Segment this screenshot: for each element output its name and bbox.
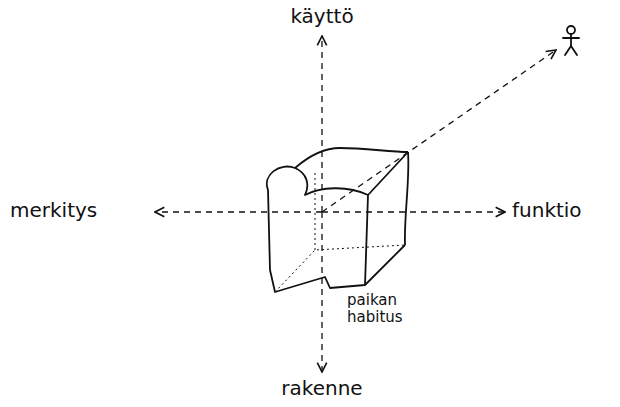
usage-axis xyxy=(321,36,322,212)
shape-edge xyxy=(405,152,409,245)
hidden-edge xyxy=(275,245,405,292)
axis-label: rakenne xyxy=(281,377,362,400)
shape-edge xyxy=(295,148,408,168)
shape-edge xyxy=(368,152,408,195)
hidden-edge xyxy=(315,170,316,250)
shape-label: paikan habitus xyxy=(347,292,403,325)
meaning-axis xyxy=(155,211,322,212)
function-axis xyxy=(322,211,505,212)
axis-label: merkitys xyxy=(10,199,97,222)
axis-label: käyttö xyxy=(290,5,353,28)
shape-edge xyxy=(365,245,405,285)
structure-axis xyxy=(321,212,322,372)
place-shape: paikan habitus xyxy=(255,140,420,331)
stick-figure xyxy=(563,26,579,55)
shape-edge xyxy=(267,167,368,292)
axis-label: funktio xyxy=(512,199,582,222)
human-axis xyxy=(322,50,556,212)
